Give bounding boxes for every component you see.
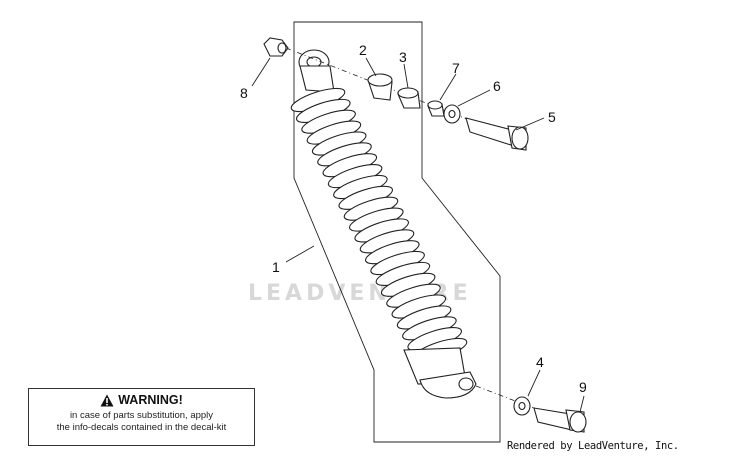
leader-1	[285, 245, 315, 263]
leader-2	[365, 57, 377, 77]
part-5-bolt	[465, 117, 529, 151]
part-6-washer	[443, 104, 461, 124]
callout-2: 2	[359, 42, 367, 58]
warning-triangle-icon	[100, 394, 114, 406]
part-8-nut	[263, 37, 289, 57]
leader-9	[579, 395, 585, 413]
callout-5: 5	[548, 109, 556, 125]
callout-6: 6	[493, 78, 501, 94]
part-2-bushing	[367, 73, 393, 101]
warning-box: WARNING! in case of parts substitution, …	[28, 388, 255, 446]
assembly-outline	[293, 21, 501, 443]
part-3-spacer	[397, 87, 421, 109]
shock-absorber	[290, 49, 477, 399]
part-9-bolt	[533, 407, 587, 433]
leader-6	[457, 89, 491, 107]
part-4-washer	[513, 396, 531, 416]
callout-4: 4	[536, 354, 544, 370]
callout-8: 8	[240, 85, 248, 101]
leader-5	[515, 117, 545, 131]
leader-7	[439, 73, 457, 101]
render-credit: Rendered by LeadVenture, Inc.	[507, 440, 679, 452]
warning-line-2: the info-decals contained in the decal-k…	[56, 422, 227, 433]
callout-9: 9	[579, 379, 587, 395]
callout-3: 3	[399, 49, 407, 65]
callout-7: 7	[452, 60, 460, 76]
part-7-spacer	[427, 100, 445, 117]
warning-title-text: WARNING!	[118, 393, 183, 407]
spring-coils	[290, 87, 468, 363]
warning-line-1: in case of parts substitution, apply	[69, 410, 214, 421]
warning-title: WARNING!	[29, 393, 254, 407]
leader-8	[251, 57, 271, 87]
leader-3	[403, 63, 409, 89]
callout-1: 1	[272, 259, 280, 275]
leader-4	[527, 369, 541, 397]
